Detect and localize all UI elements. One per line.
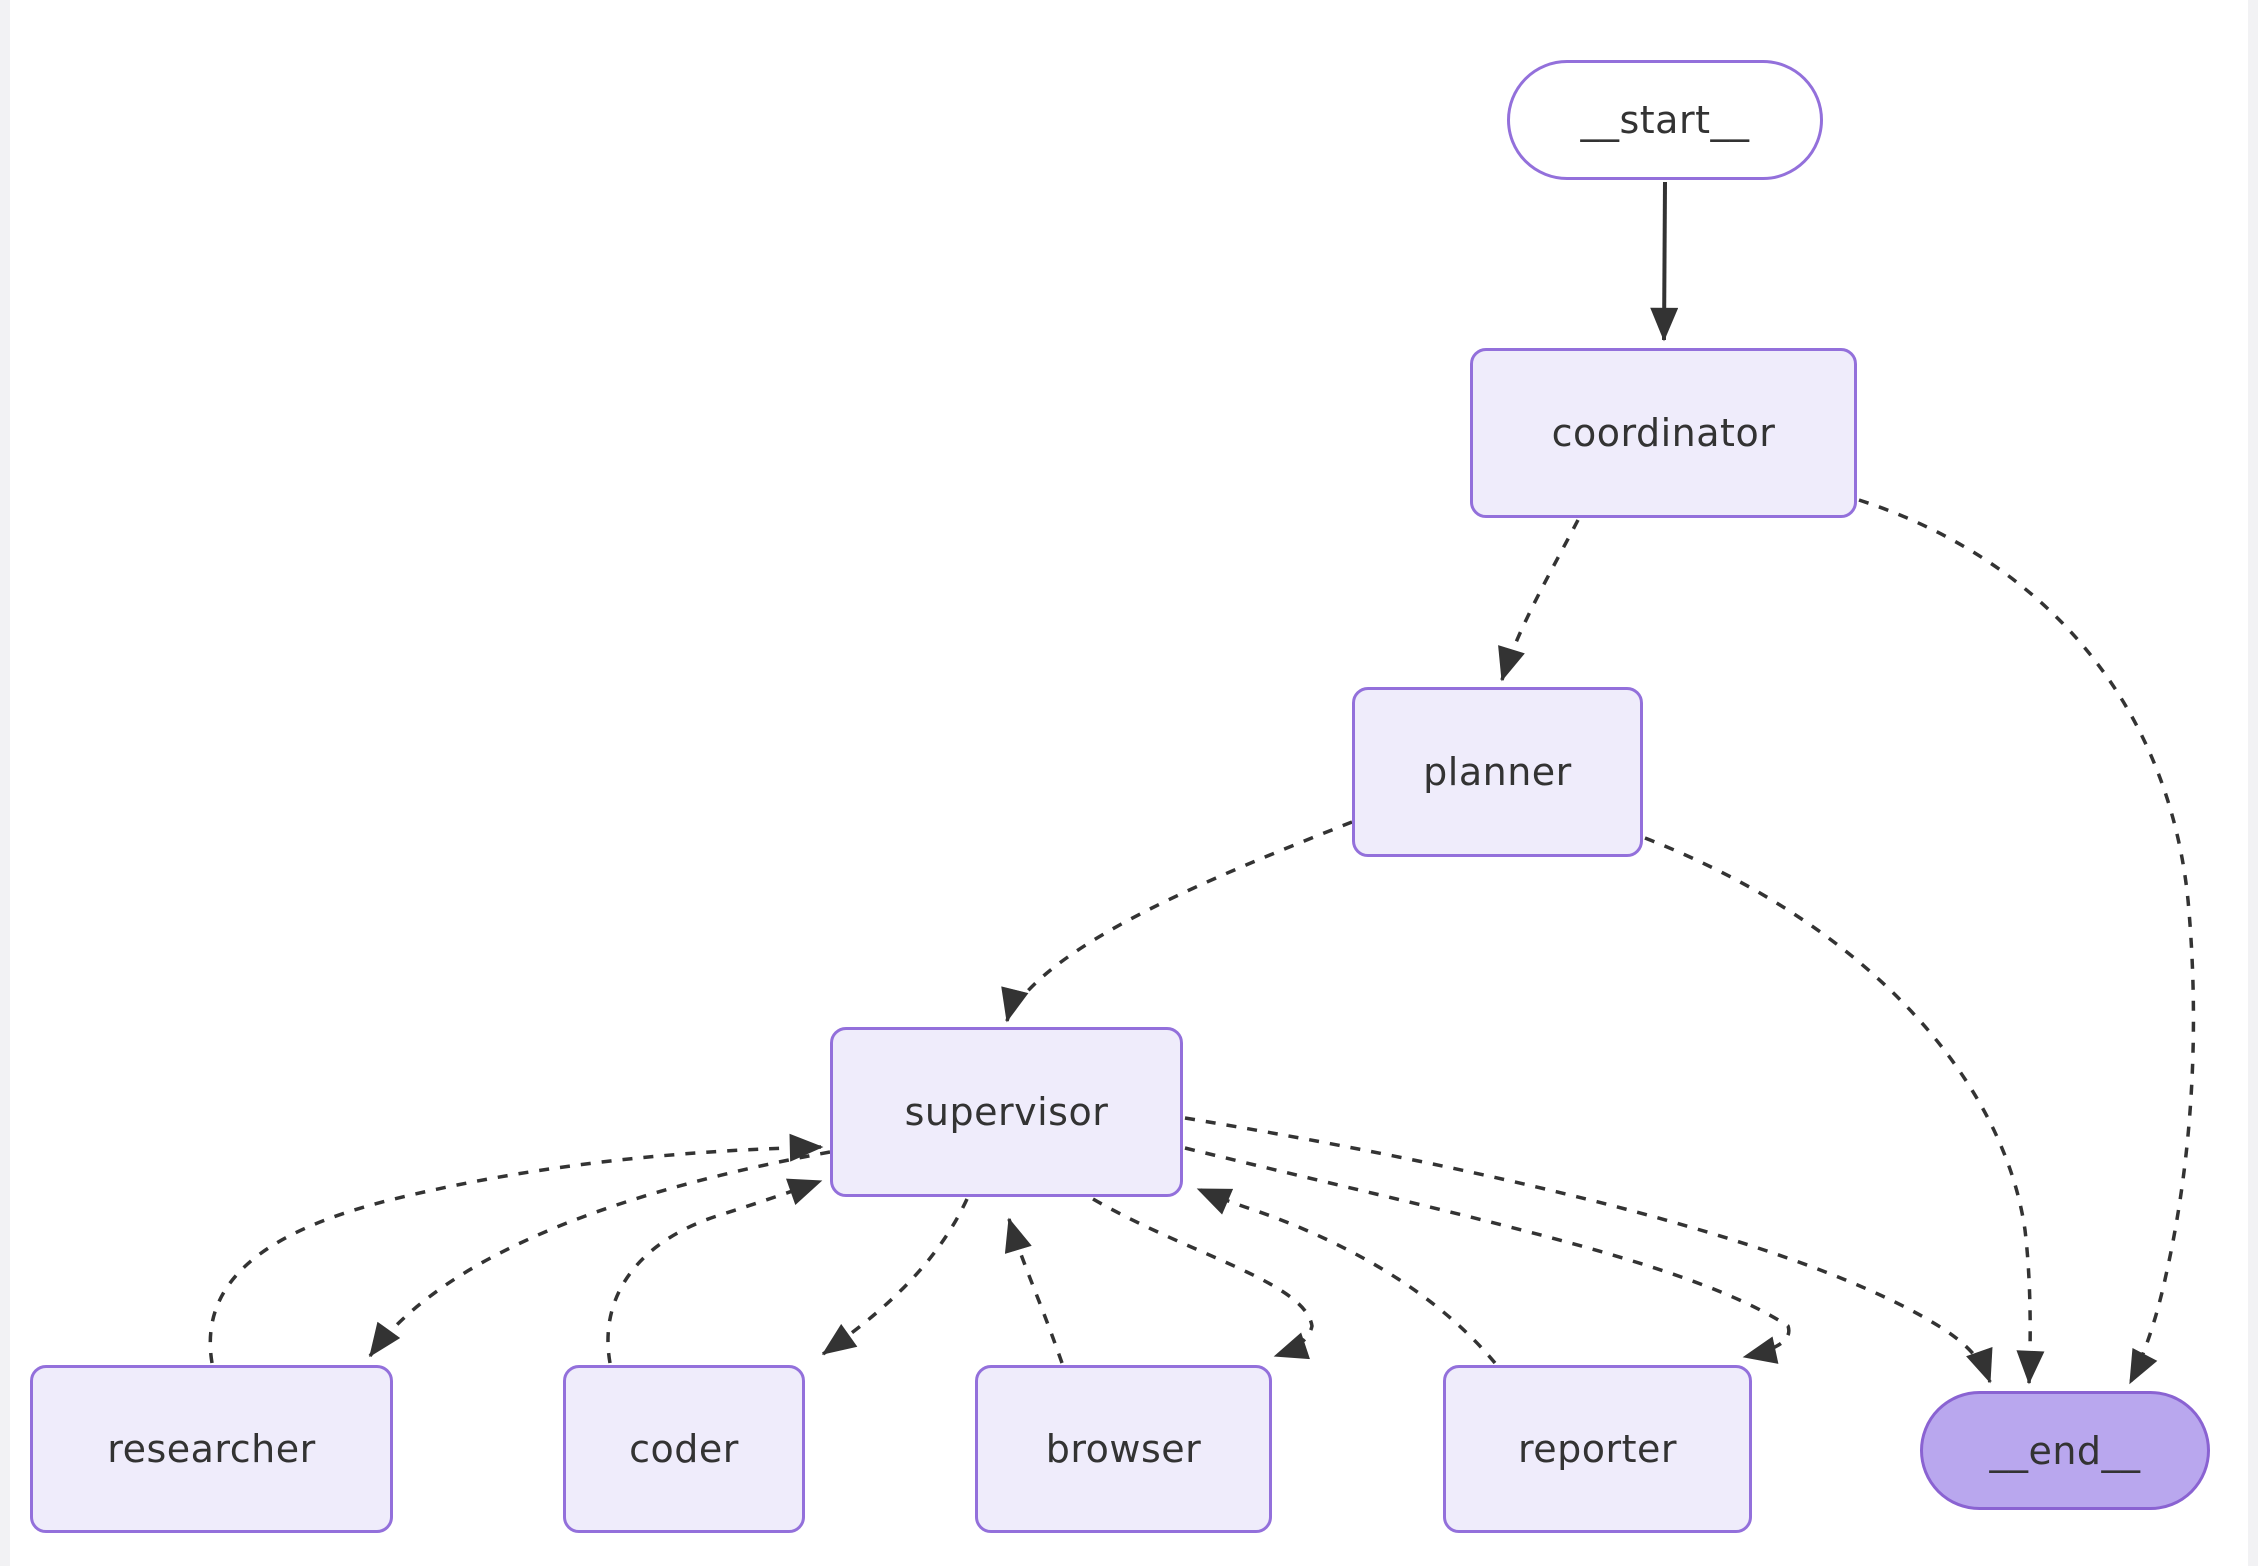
edge-coder-supervisor <box>606 1178 823 1364</box>
node-coordinator-label: coordinator <box>1551 411 1776 455</box>
edge-supervisor-researcher <box>368 1150 831 1358</box>
edge-start-coordinator <box>1650 181 1679 342</box>
edge-reporter-supervisor <box>1196 1187 1497 1365</box>
node-browser-label: browser <box>1045 1427 1202 1471</box>
node-end-label: __end__ <box>1989 1428 2141 1473</box>
node-reporter: reporter <box>1443 1365 1752 1533</box>
edge-layer <box>208 181 2196 1385</box>
edge-browser-supervisor <box>1004 1217 1064 1364</box>
node-planner-label: planner <box>1423 750 1572 794</box>
node-supervisor: supervisor <box>830 1027 1183 1197</box>
node-supervisor-label: supervisor <box>904 1090 1109 1134</box>
edge-supervisor-browser <box>1092 1197 1314 1360</box>
edge-planner-supervisor <box>1001 820 1353 1023</box>
node-start: __start__ <box>1507 60 1823 180</box>
edge-coordinator-end <box>1858 498 2196 1385</box>
diagram-canvas: __start__ coordinator planner supervisor… <box>10 0 2248 1566</box>
edge-supervisor-end <box>1184 1116 1993 1384</box>
node-reporter-label: reporter <box>1517 1427 1678 1471</box>
node-end: __end__ <box>1920 1391 2210 1510</box>
edge-coordinator-planner <box>1498 519 1580 682</box>
node-coder: coder <box>563 1365 805 1533</box>
node-researcher: researcher <box>30 1365 393 1533</box>
node-coder-label: coder <box>629 1427 739 1471</box>
edge-supervisor-reporter <box>1184 1146 1791 1364</box>
node-planner: planner <box>1352 687 1643 857</box>
node-start-label: __start__ <box>1580 98 1750 142</box>
node-coordinator: coordinator <box>1470 348 1857 518</box>
edge-researcher-supervisor <box>208 1133 824 1364</box>
node-researcher-label: researcher <box>107 1427 316 1471</box>
node-browser: browser <box>975 1365 1272 1533</box>
edge-supervisor-coder <box>821 1198 969 1356</box>
edge-planner-end <box>1644 836 2045 1385</box>
